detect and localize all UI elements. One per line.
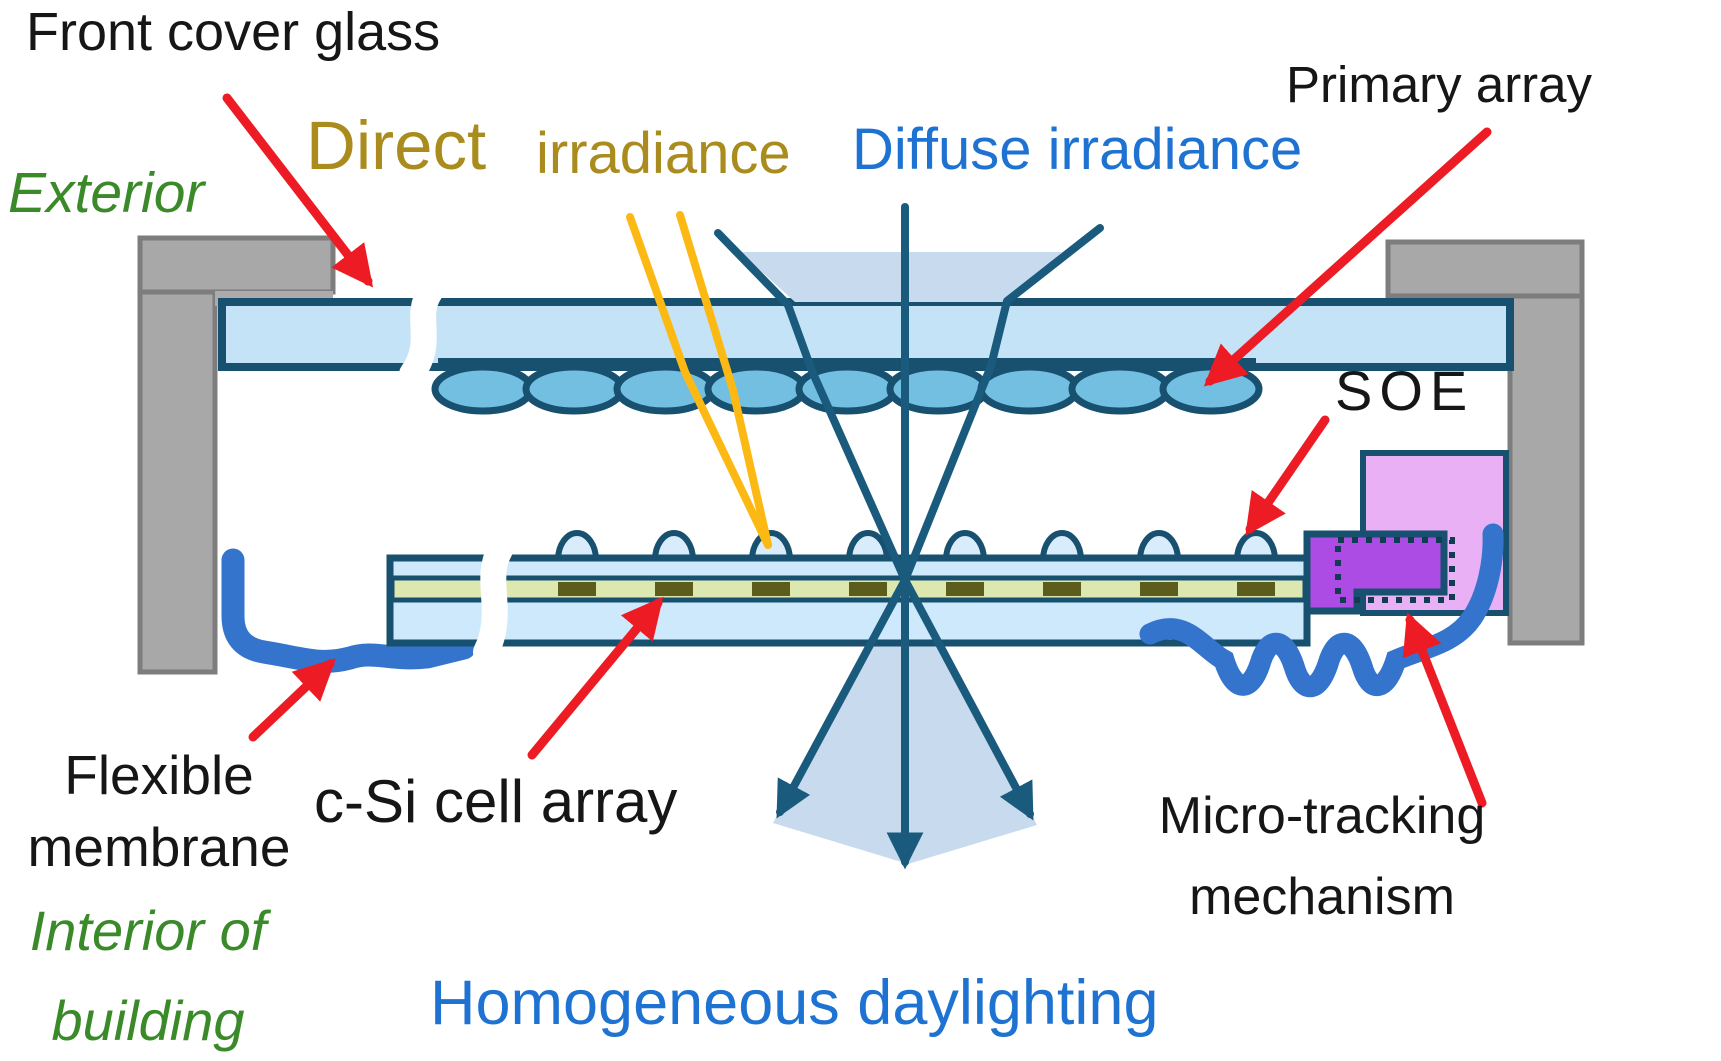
c-si-cells [558, 582, 1275, 596]
interior-of-building-label: Interior of building [0, 886, 296, 1061]
flexible-membrane-label: Flexible membrane [0, 740, 318, 883]
direct-irradiance-label: irradiance [536, 121, 791, 186]
micro-tracking-label-line1: Micro-tracking [1158, 787, 1486, 845]
flexible-membrane-label-line1: Flexible [64, 744, 254, 806]
flexible-membrane-right [1139, 523, 1504, 698]
actuator-shifted-outline [1335, 537, 1455, 603]
soe-arrow [1245, 415, 1330, 536]
homogeneous-daylighting-label: Homogeneous daylighting [430, 968, 1159, 1038]
exterior-label: Exterior [8, 161, 205, 225]
flexible-membrane-arrow [248, 658, 337, 742]
receiver-break-mark [473, 537, 513, 665]
glass-break-mark [399, 279, 443, 387]
c-si-cell-array-label: c-Si cell array [314, 768, 678, 835]
micro-tracking-arrow [1402, 612, 1487, 808]
micro-tracking-label-line2: mechanism [1189, 867, 1455, 926]
primary-array-arrow [1203, 127, 1492, 387]
soe-label: SOE [1335, 359, 1475, 422]
direct-irradiance-rays [626, 211, 772, 549]
diffuse-irradiance-rays [714, 203, 1104, 870]
direct-label: Direct [306, 107, 487, 184]
annotation-arrows [222, 93, 1492, 808]
c-si-cell-array-arrow [527, 596, 664, 760]
primary-lens-array [431, 358, 1263, 415]
interior-label-line1: Interior of [29, 899, 267, 962]
right-frame-bracket [1385, 239, 1585, 646]
front-cover-glass-arrow [222, 93, 374, 288]
flexible-membrane-label-line2: membrane [27, 815, 291, 878]
primary-array-label: Primary array [1286, 56, 1593, 113]
receiver-plate [386, 554, 1311, 647]
front-cover-glass-label: Front cover glass [26, 2, 441, 62]
micro-tracking-actuator [1303, 530, 1448, 615]
micro-tracking-mechanism-label: Micro-tracking mechanism [1148, 776, 1496, 937]
diffuse-irradiance-label: Diffuse irradiance [852, 117, 1303, 182]
interior-label-line2: building [51, 988, 245, 1052]
